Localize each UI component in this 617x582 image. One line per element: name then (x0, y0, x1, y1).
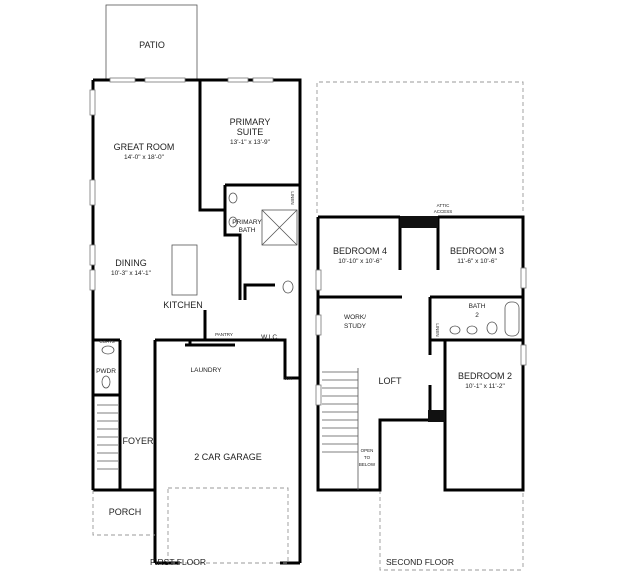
room-label-kitchen: KITCHEN (163, 300, 203, 310)
room-label-attic-2: ACCESS (434, 209, 453, 214)
room-size-bedroom4: 10'-10" x 10'-6" (338, 258, 382, 265)
room-label-attic-1: ATTIC (437, 203, 450, 208)
room-label-bath2-2: 2 (475, 312, 479, 319)
room-size-bedroom3: 11'-6" x 10'-6" (457, 258, 497, 265)
room-label-wic: W.I.C. (261, 334, 279, 341)
second-floor-caption: SECOND FLOOR (386, 557, 454, 567)
room-label-patio: PATIO (139, 40, 165, 50)
garage-door (167, 487, 289, 564)
room-label-bath2-1: BATH (469, 303, 486, 310)
room-label-bedroom2: BEDROOM 2 (458, 371, 512, 381)
room-label-primary-suite-1: PRIMARY (230, 117, 271, 127)
room-size-great-room: 14'-0" x 18'-0" (124, 154, 165, 161)
porch-outline (92, 490, 155, 536)
room-label-great-room: GREAT ROOM (114, 142, 175, 152)
room-label-bedroom4: BEDROOM 4 (333, 246, 387, 256)
room-label-coats: COATS (99, 339, 114, 344)
room-label-laundry: LAUNDRY (191, 367, 223, 374)
second-floor: ATTIC ACCESS BEDROOM 4 10'-10" x 10'-6" … (315, 81, 527, 571)
shower (261, 209, 298, 246)
room-label-work-study-2: STUDY (344, 323, 367, 330)
room-label-pwdr: PWDR (96, 368, 116, 375)
room-label-loft: LOFT (378, 376, 402, 386)
room-size-bedroom2: 10'-1" x 11'-2" (465, 383, 505, 390)
room-label-wh: WH (284, 376, 292, 381)
room-label-work-study-1: WORK/ (344, 314, 366, 321)
room-size-dining: 10'-3" x 14'-1" (111, 270, 152, 277)
room-label-foyer: FOYER (122, 436, 154, 446)
room-size-primary-suite: 13'-1" x 13'-9" (230, 139, 271, 146)
room-label-garage: 2 CAR GARAGE (194, 452, 262, 462)
room-label-porch: PORCH (109, 507, 142, 517)
first-floor-caption: FIRST FLOOR (150, 557, 206, 567)
room-label-open-below-1: OPEN (361, 448, 374, 453)
room-label-linen-2: LINEN (435, 323, 440, 336)
room-label-primary-bath-2: BATH (239, 227, 256, 234)
first-floor: PATIO GREAT ROOM 14'-0" x 18'-0" PRIMARY… (89, 4, 302, 567)
room-label-primary-suite-2: SUITE (237, 127, 264, 137)
room-label-linen-1: LINEN (290, 191, 295, 204)
room-label-pantry: PANTRY (215, 332, 233, 337)
room-label-open-below-3: BELOW (359, 462, 376, 467)
room-label-primary-bath-1: PRIMARY (232, 219, 262, 226)
room-label-open-below-2: TO (364, 455, 371, 460)
kitchen-island (171, 244, 198, 296)
room-label-bedroom3: BEDROOM 3 (450, 246, 504, 256)
room-label-dining: DINING (115, 258, 147, 268)
